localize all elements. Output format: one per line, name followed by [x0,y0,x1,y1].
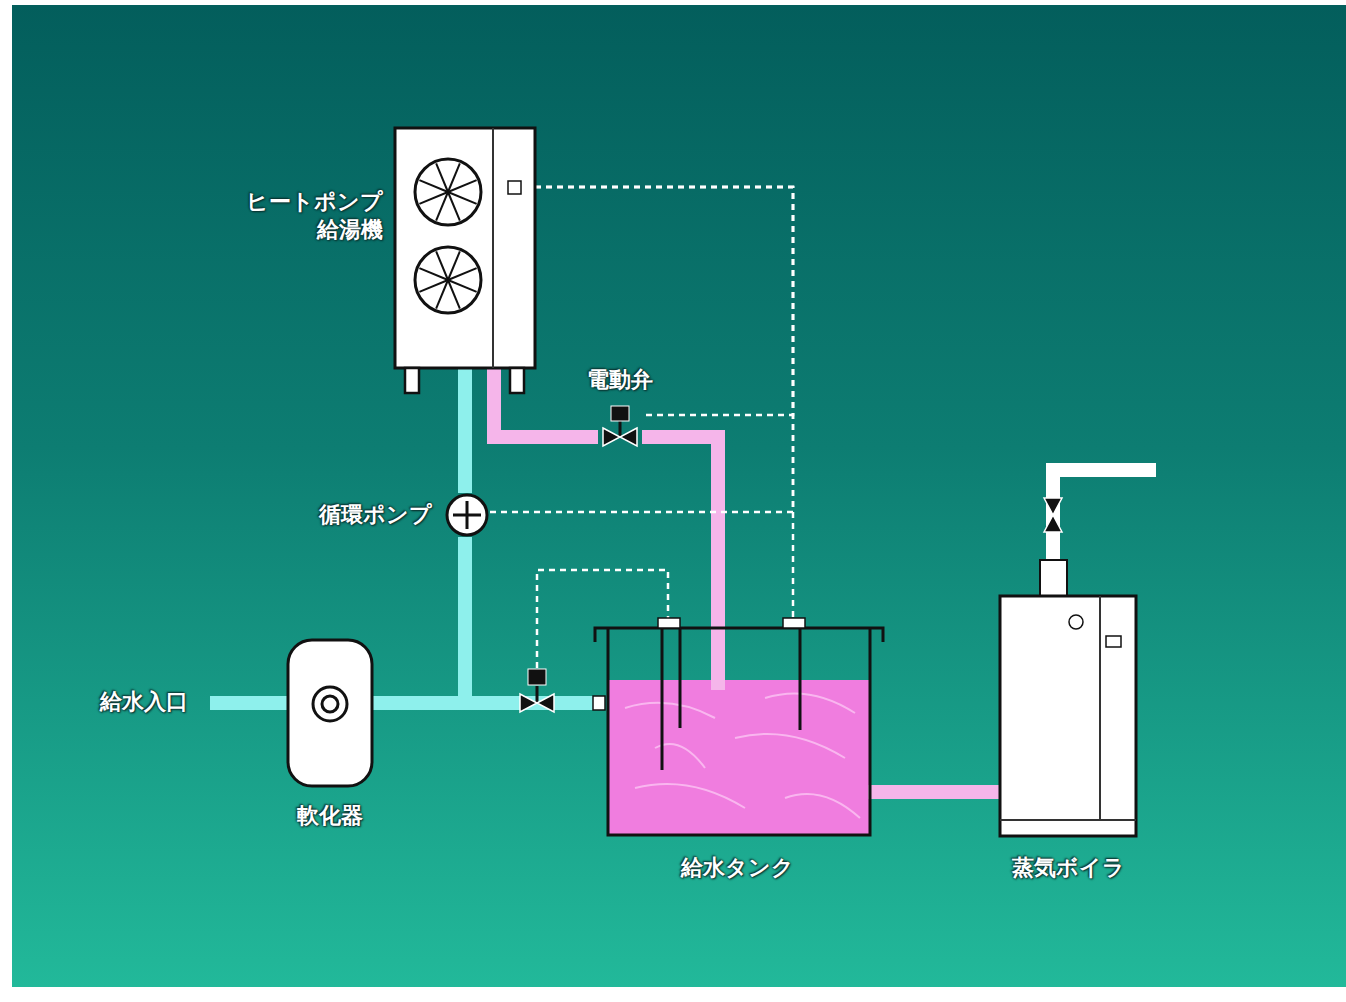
level-sensor [658,618,680,628]
fan-blade [448,192,460,221]
water-softener: 軟化器 [288,640,372,786]
boiler-base [1000,819,1136,821]
feed-water-tank: 給水タンク [595,618,883,836]
unit-panel [508,181,521,194]
inlet-label: 給水入口 [40,688,188,716]
steam-boiler-shape [1000,596,1136,836]
cold-water-pipe [372,696,595,710]
valve-body [537,694,554,712]
fan-blade [448,280,460,309]
valve-body [603,428,620,446]
steam-valve [1044,515,1062,532]
sensor-probe [799,628,802,730]
water-ripple [785,794,860,818]
part-label: 電動弁 [550,366,690,394]
steam-boiler: 蒸気ボイラ [1000,596,1136,836]
sensor-probe [679,628,682,728]
boiler-gauge [1069,615,1083,629]
fan [415,159,481,225]
cold-water-pipe [372,537,465,703]
hot-water-pipe [494,368,598,437]
hot-water-pipe [883,785,1000,799]
softener-port [322,696,338,712]
steam-outlet [1040,560,1067,596]
tank-lid [595,628,883,642]
fan-blade [448,268,477,280]
part-label: ヒートポンプ 給湯機 [223,188,383,244]
unit-body [395,128,535,368]
fan-blade [419,280,448,292]
pump-cross [453,501,481,529]
valve-body [520,694,537,712]
boiler-divider [1099,596,1101,820]
part-label: 蒸気ボイラ [963,854,1173,882]
unit-foot [405,368,419,393]
background-panel [12,5,1346,987]
cold-water-pipe [458,368,472,493]
steam-pipe [1046,463,1156,477]
water-ripple [735,734,845,758]
valve-actuator [528,669,546,685]
valve-body [620,428,637,446]
fan [415,247,481,313]
fan-blade [436,251,448,280]
water-softener-shape [288,640,372,786]
water-ripple [635,784,745,808]
circulation-pump: 循環ポンプ [445,493,489,537]
control-wire [537,570,668,668]
pump-body [447,495,487,535]
heat-pump-unit: ヒートポンプ 給湯機 [395,128,535,368]
motor-valve: 電動弁 [598,404,642,450]
part-label: 循環ポンプ [288,501,432,529]
water-ripple [625,703,715,718]
steam-valve [1044,498,1062,515]
fan-blade [448,180,477,192]
tank-body [608,628,870,835]
hot-water-pipe [642,437,718,618]
water [608,680,870,834]
boiler-panel [1106,636,1121,647]
valve-stem [536,686,539,703]
feed-water-tank-shape [595,618,883,836]
sensor-probe [661,628,664,770]
fan-blade [419,192,448,204]
softener-body [288,640,372,786]
softener-port [313,687,347,721]
water-ripple [765,693,855,713]
level-sensor [783,618,805,628]
inlet-pipe [210,696,292,710]
valve-actuator [611,406,629,421]
heat-pump-unit-shape [395,128,535,368]
motor-valve-shape [598,404,642,450]
part-label: 給水タンク [632,854,842,882]
control-wire [535,187,793,618]
circulation-pump-shape [445,493,489,537]
tank-inlet [593,696,605,710]
unit-divider [492,128,494,368]
unit-foot [510,368,524,393]
control-wire [535,187,793,415]
fan-blade [436,163,448,192]
part-label: 軟化器 [250,802,410,830]
boiler-body [1000,596,1136,836]
